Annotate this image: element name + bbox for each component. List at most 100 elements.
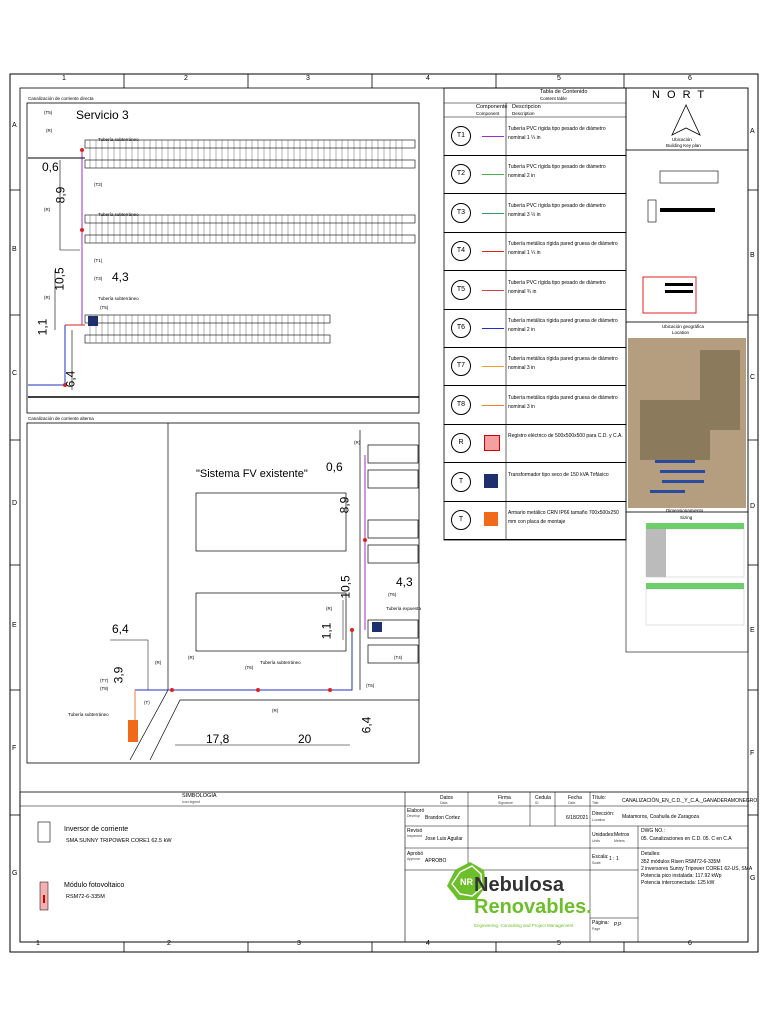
ac-dim: 4,3 (396, 575, 413, 589)
legend-line-sample (482, 328, 504, 329)
tb-firma: Firma (498, 795, 511, 801)
legend-description: Tubería PVC rígida tipo pesado de diámet… (508, 202, 606, 218)
logo-badge: NR (460, 877, 473, 887)
row-label: D (750, 503, 756, 510)
legend-row: T Transformador tipo seco de 150 kVA Trif… (444, 463, 626, 502)
row-label: G (750, 875, 756, 882)
ac-label: Tubería expuesta (386, 606, 421, 611)
ac-tag: (R) (155, 660, 162, 665)
row-label: B (12, 246, 17, 253)
brand-name-line2: Renovables. (474, 896, 592, 918)
legend-col2: Descripcion (512, 104, 541, 110)
tb-reviso: Revisó (407, 828, 423, 834)
legend-line-sample (482, 174, 504, 176)
legend-col1: Componente (476, 104, 508, 110)
ac-dim: 8,9 (337, 496, 352, 514)
dc-dim: 4,3 (112, 270, 129, 284)
tb-cedula: Cedula (535, 795, 551, 801)
legend-line-sample (482, 404, 504, 406)
tb-pagina: Página: (592, 920, 609, 926)
legend-tag: T8 (451, 394, 471, 415)
tb-aprobo-name: APROBO (425, 858, 447, 864)
tb-datos: Datos (440, 795, 454, 801)
legend-tag: T2 (451, 164, 471, 185)
geo-title: Ubicación geográfica (662, 324, 705, 329)
tb-unidades-sub: Units (592, 839, 600, 843)
north-arrow-icon (671, 104, 701, 136)
dc-label: Tubería subterráneo (98, 296, 139, 301)
ac-dim: 3,9 (111, 666, 126, 684)
tb-direccion-sub: Location (592, 818, 606, 822)
row-label: E (750, 627, 755, 634)
dc-tag: (R) (46, 128, 53, 133)
legend-description: Armario metálico CRN IP66 tamaño 700x500… (508, 510, 619, 525)
symbology-sub: Icon legend (182, 800, 201, 804)
inverter-model: SMA SUNNY TRIPOWER CORE1 62.5 kW (66, 838, 172, 844)
ac-dim: 17,8 (206, 732, 230, 746)
legend-tag: R (451, 433, 471, 454)
col-label: 1 (62, 75, 66, 82)
legend-description: Tubería PVC rígida tipo pesado de diámet… (508, 164, 606, 180)
col-label: 6 (688, 75, 692, 82)
ac-dim: 1,1 (319, 622, 334, 640)
legend-title-sub: Content table (540, 96, 567, 101)
col-label: 1 (36, 940, 40, 947)
ac-tag: (T) (144, 700, 150, 705)
ac-label: Tubería subterráneo (68, 712, 109, 717)
tb-detalle-line: Potencia interconectada: 125 kW (641, 880, 715, 886)
dc-dim: 8,9 (53, 186, 68, 204)
dc-label: Tubería subterráneo (98, 137, 139, 142)
legend-line-sample (482, 289, 504, 291)
legend-row: T2 Tubería PVC rígida tipo pesado de diám… (444, 155, 626, 195)
legend-description: Transformador tipo seco de 150 kVA Trifá… (508, 471, 609, 478)
legend-tag: T4 (451, 241, 471, 262)
legend-description: Registro eléctrico de 500x500x500 para C… (508, 433, 623, 440)
legend-swatch (484, 435, 500, 452)
row-label: C (12, 370, 18, 377)
symbology-title: SIMBOLOGÍA (182, 793, 217, 799)
legend-tag: T1 (451, 126, 471, 146)
dc-tag: (R) (44, 207, 51, 212)
legend-description: Tubería metálica rígida pared gruesa de … (508, 318, 618, 333)
row-label: C (750, 374, 756, 381)
tb-titulo: Título: (592, 795, 606, 801)
col-label: 6 (688, 940, 692, 947)
col-label: 2 (184, 75, 188, 82)
col-label: 5 (557, 75, 561, 82)
legend-title: Tabla de Contenido (540, 89, 588, 95)
dc-tag: (T5) (100, 305, 109, 310)
tb-reviso-name: Jose Luis Aguilar (425, 836, 463, 842)
col-label: 4 (426, 75, 430, 82)
legend-tag: T3 (451, 202, 471, 223)
dc-tag: (T5) (44, 110, 53, 115)
tb-cedula-sub: ID (535, 801, 539, 805)
legend-line-sample (482, 366, 504, 368)
legend-description: Tubería PVC rígida tipo pesado de diámet… (508, 126, 606, 141)
ac-dim: 20 (298, 732, 312, 746)
legend-row: T3 Tubería PVC rígida tipo pesado de diám… (444, 194, 626, 233)
ac-dim: 10,5 (338, 575, 353, 599)
sizing-table (645, 523, 745, 626)
legend-line-sample (482, 251, 504, 253)
row-label: G (12, 870, 18, 877)
col-label: 5 (557, 940, 561, 947)
legend-description: Tubería PVC rígida tipo pesado de diámet… (508, 279, 606, 295)
existing-system-label: "Sistema FV existente" (196, 468, 308, 480)
tb-firma-sub: Signature (498, 801, 513, 805)
ac-tag: (T4) (394, 655, 403, 660)
legend-line-sample (482, 212, 504, 214)
tb-fecha-sub: Date (568, 801, 576, 805)
inverter-title: Inversor de corriente (64, 826, 129, 833)
ac-label: Tubería subterráneo (260, 660, 301, 665)
row-label: A (750, 128, 755, 135)
inverter-icon (37, 821, 51, 843)
tb-aprobo: Aprobó (407, 851, 424, 857)
tb-escala: Escala: (592, 854, 609, 860)
north-label: N O R T (652, 89, 707, 101)
legend-tag: T (451, 471, 471, 492)
